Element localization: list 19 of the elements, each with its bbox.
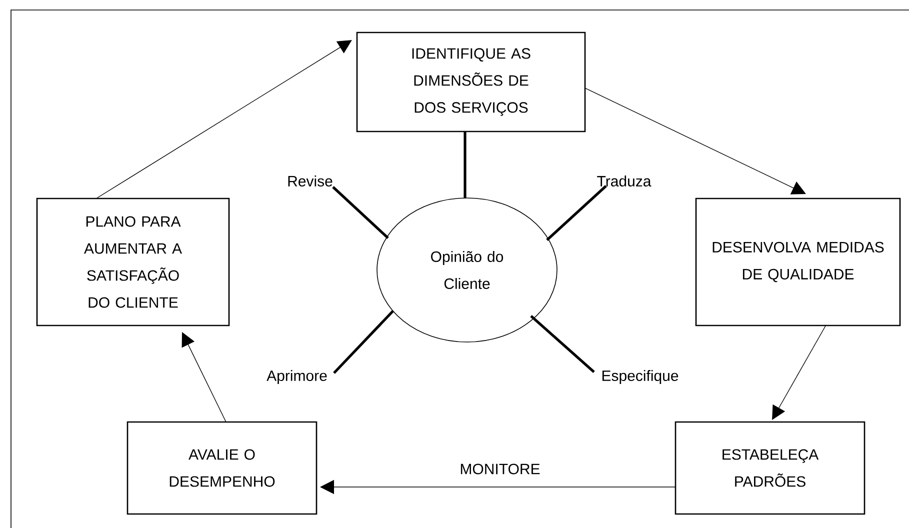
arrow [182, 332, 226, 422]
spoke-label: Revise [288, 176, 332, 186]
arrow [96, 40, 352, 198]
process-box: DESENVOLVA MEDIDAS DE QUALIDADE [695, 198, 901, 326]
connector-line [332, 186, 389, 239]
process-box: IDENTIFIQUE AS DIMENSÕES DE DOS SERVIÇOS [356, 32, 586, 132]
connector-line [530, 315, 595, 373]
process-box: PLANO PARA AUMENTAR A SATISFAÇÃO DO CLIENTE [36, 198, 230, 326]
arrow [584, 88, 806, 194]
spoke-label: Traduza [597, 176, 652, 186]
spoke-label: Aprimore [266, 370, 327, 384]
edge-label: MONITORE [458, 462, 542, 476]
spoke-label: Especifique [602, 370, 678, 384]
connector-line [333, 310, 394, 374]
connector-line [464, 132, 466, 198]
process-box: AVALIE O DESEMPENHO [126, 421, 318, 515]
process-box: ESTABELEÇA PADRÕES [674, 421, 866, 515]
connector-line [546, 185, 607, 241]
arrow [772, 324, 826, 420]
